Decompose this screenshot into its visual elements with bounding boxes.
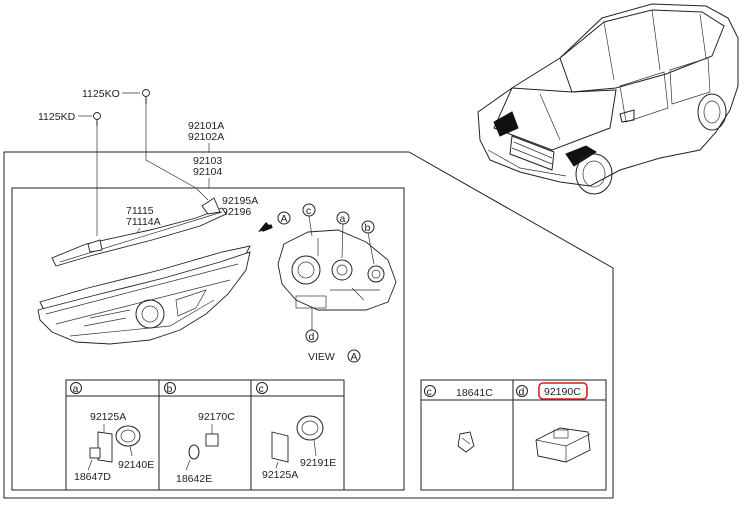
part-number-92195a: 92195A xyxy=(222,195,258,207)
outer-frame xyxy=(3,151,614,499)
view-label-text: VIEW xyxy=(308,351,335,363)
part-number-92125a-c: 92125A xyxy=(262,469,298,481)
callout-b-top: b xyxy=(361,220,375,265)
part-number-92191e: 92191E xyxy=(300,457,336,469)
detail-letter-a: a xyxy=(73,383,79,395)
detail-letter-d: d xyxy=(519,386,525,398)
part-number-18647d: 18647D xyxy=(74,471,111,483)
part-number-18642e: 18642E xyxy=(176,473,212,485)
view-label-letter: A xyxy=(351,351,358,363)
part-number-92125a-a: 92125A xyxy=(90,411,126,423)
detail-cell-a[interactable]: a 92125A 92140E 18647D xyxy=(70,382,155,484)
callout-d-top: d xyxy=(305,308,319,343)
part-number-92190c: 92190C xyxy=(544,386,581,398)
callout-a-top: a xyxy=(336,211,350,259)
part-number-92101a: 92101A xyxy=(188,120,224,132)
part-number-92170c: 92170C xyxy=(198,411,235,423)
view-a-label: VIEW A xyxy=(308,349,361,363)
detail-cell-c2[interactable]: c 18641C xyxy=(424,385,494,453)
part-number-92196: 92196 xyxy=(222,206,251,218)
part-number-71114a: 71114A xyxy=(126,216,161,228)
view-a-rear-housing[interactable] xyxy=(277,229,397,311)
highlight-box-92190c xyxy=(538,382,588,400)
vehicle-illustration xyxy=(477,3,739,195)
svg-text:d: d xyxy=(309,331,315,343)
detail-letter-c: c xyxy=(259,383,264,395)
svg-text:a: a xyxy=(340,213,346,225)
part-number-1125kd: 1125KD xyxy=(38,111,76,123)
view-arrow: A xyxy=(258,211,291,232)
svg-text:b: b xyxy=(365,222,371,234)
headlamp-trim-strip[interactable] xyxy=(51,197,227,267)
detail-table-cd xyxy=(420,379,607,491)
part-number-92103: 92103 xyxy=(193,155,222,167)
arrow-letter: A xyxy=(281,213,288,225)
part-number-92102a: 92102A xyxy=(188,131,224,143)
part-number-92140e: 92140E xyxy=(118,459,154,471)
headlamp-lens-assembly[interactable] xyxy=(37,251,251,345)
detail-table-abc xyxy=(65,379,345,491)
part-number-1125ko: 1125KO xyxy=(82,88,120,100)
detail-letter-c2: c xyxy=(427,386,432,398)
svg-text:c: c xyxy=(306,205,311,217)
headlamp-housing-labels[interactable]: 92103 92104 xyxy=(193,155,222,188)
detail-cell-c[interactable]: c 92191E 92125A xyxy=(256,382,337,482)
labels-71115-71114a[interactable]: 71115 71114A xyxy=(126,205,161,239)
detail-cell-d[interactable]: d 92190C xyxy=(516,382,591,463)
callout-c-top: c xyxy=(302,203,316,237)
bolt-1125ko[interactable]: 1125KO xyxy=(82,88,150,104)
bolt-1125kd[interactable]: 1125KD xyxy=(38,111,101,126)
part-number-92104: 92104 xyxy=(193,166,222,178)
part-number-71115: 71115 xyxy=(126,205,154,217)
headlamp-assembly-labels[interactable]: 92101A 92102A xyxy=(188,120,224,152)
detail-cell-b[interactable]: b 92170C 18642E xyxy=(164,382,236,486)
detail-letter-b: b xyxy=(167,383,173,395)
part-number-18641c: 18641C xyxy=(456,387,493,399)
